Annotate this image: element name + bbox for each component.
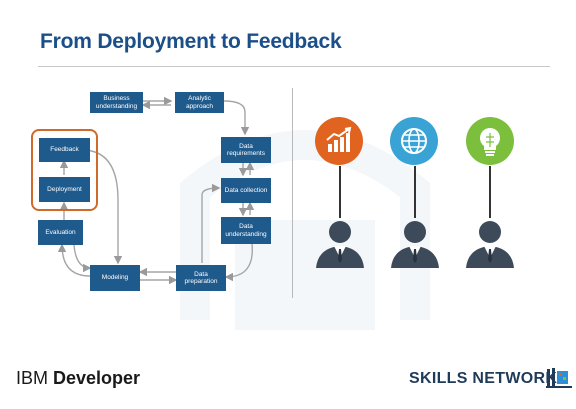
person-icon — [391, 221, 439, 268]
brand-bold: Developer — [53, 368, 141, 388]
stage-deployment: Deployment — [39, 177, 90, 202]
stage-evaluation: Evaluation — [38, 220, 83, 245]
connector-line — [489, 166, 491, 218]
stage-data-requirements: Data requirements — [221, 137, 271, 163]
vertical-divider — [292, 88, 293, 298]
deployment-feedback-highlight — [31, 129, 98, 211]
person-icon — [316, 221, 364, 268]
brand-light: IBM — [16, 368, 54, 388]
skills-network-icon — [546, 368, 572, 388]
growth-chart-circle — [315, 117, 363, 165]
person-icon — [466, 221, 514, 268]
skills-network-label: SKILLS NETWORK — [409, 370, 558, 387]
ibm-developer-logo: IBM Developer — [16, 368, 140, 389]
globe-circle — [390, 117, 438, 165]
lightbulb-circle — [466, 117, 514, 165]
stage-analytic-approach: Analytic approach — [175, 92, 224, 113]
stage-data-preparation: Data preparation — [176, 265, 226, 291]
stage-business-understanding: Business understanding — [90, 92, 143, 113]
globe-icon — [401, 128, 427, 154]
growth-chart-icon — [326, 126, 352, 152]
lightbulb-icon — [480, 128, 500, 156]
stage-data-collection: Data collection — [221, 178, 271, 203]
connector-line — [414, 166, 416, 218]
connector-line — [339, 166, 341, 218]
slide-title: From Deployment to Feedback — [40, 30, 342, 53]
stage-modeling: Modeling — [90, 265, 140, 291]
title-underline — [38, 66, 550, 67]
stage-feedback: Feedback — [39, 138, 90, 162]
stage-data-understanding: Data understanding — [221, 217, 271, 244]
